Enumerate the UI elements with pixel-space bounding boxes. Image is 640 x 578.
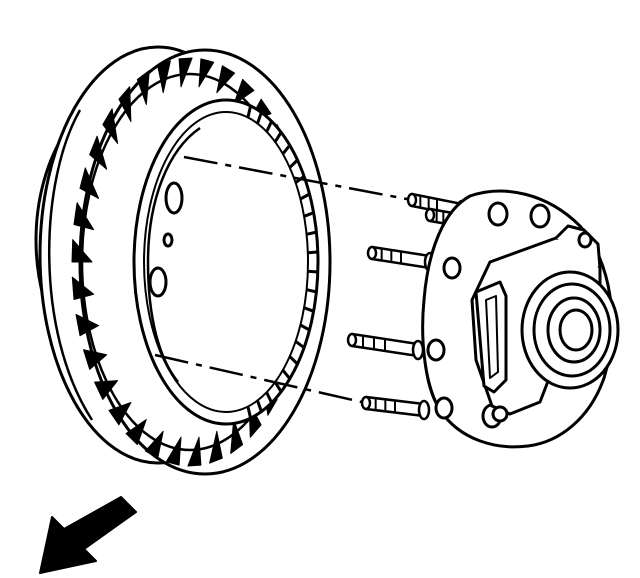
rotor-inner-vent [246,406,253,419]
rotor-inner-vent [265,120,273,133]
arrow-down-left-icon [39,496,137,574]
rotor-vent [144,430,164,459]
rotor-inner-vent [306,230,317,236]
rotor-inner-vent [273,131,283,143]
housing-fastener [491,405,509,423]
rotor-vent [89,135,108,170]
wheel-stud [366,245,437,273]
rotor-vent [75,313,100,337]
rotor-vent [79,167,100,199]
rotor-hat-face [146,126,201,383]
rotor-vent [73,202,95,231]
rotor-vent [157,60,171,94]
wheel-hub-bearing-assembly [421,189,620,449]
rotor-vent [71,239,93,263]
hub-bolt-hole [442,256,462,280]
rotor-vent [125,419,147,446]
rotor-inner-vent [307,250,318,255]
rotor-inner-vent [256,400,263,413]
rotor-inner-vent [246,105,253,118]
rotor-inner-vent [307,269,318,274]
rotor-inner-vents [143,105,318,419]
rotor-vent [83,349,108,370]
housing-fastener [577,231,593,249]
rotor-inner-vent [299,192,311,201]
rotor-inner-vent [281,144,291,155]
rotor-vent [233,78,255,105]
rotor-stud-hole [164,181,184,215]
rotor-vent [71,276,95,300]
rotor-vent [102,108,119,144]
rotor-inner-vent [288,355,299,366]
rotor-vent [198,58,215,88]
rotor-inner-vent [294,340,306,349]
rotor-inner-bore [132,98,320,426]
rotor-inner-vent [303,306,315,313]
rotor-inner-vent-ring [143,111,309,413]
rotor-vent [94,380,119,400]
hub-bolt-hole [434,396,454,420]
rotor-vent [216,65,236,94]
rotor-vent [187,436,202,467]
hub-bolt-hole [529,203,551,229]
bearing-bore [558,308,594,352]
alignment-line-top [183,155,413,202]
rotor-inner-vent [299,323,311,332]
rotor-rim-edge [47,109,94,421]
wheel-stud [360,395,431,421]
rotor-inner-vent [288,158,299,169]
rotor-locator-hole [162,232,174,248]
rotor-inner-vent [303,211,315,218]
sensor-detail [485,295,499,379]
brake-rotor [34,45,332,476]
rotor-vent [178,57,193,88]
rotor-vent [118,86,132,122]
rotor-inner-vent [256,111,263,124]
rotor-inner-vent [281,369,291,380]
rotor-inner-vent [265,391,273,404]
alignment-lines [154,155,413,405]
rotor-vent [165,436,182,466]
rotor-vent [136,70,150,105]
rotor-inner-vent [306,288,317,294]
hub-bolt-hole [487,201,509,227]
rotor-vent [108,402,132,426]
hub-bolt-hole [426,338,446,362]
alignment-line-bottom [154,353,367,405]
rotor-vent [230,419,244,454]
rotor-stud-hole [148,266,168,298]
wheel-stud [346,332,425,361]
rotor-vent [209,430,223,464]
